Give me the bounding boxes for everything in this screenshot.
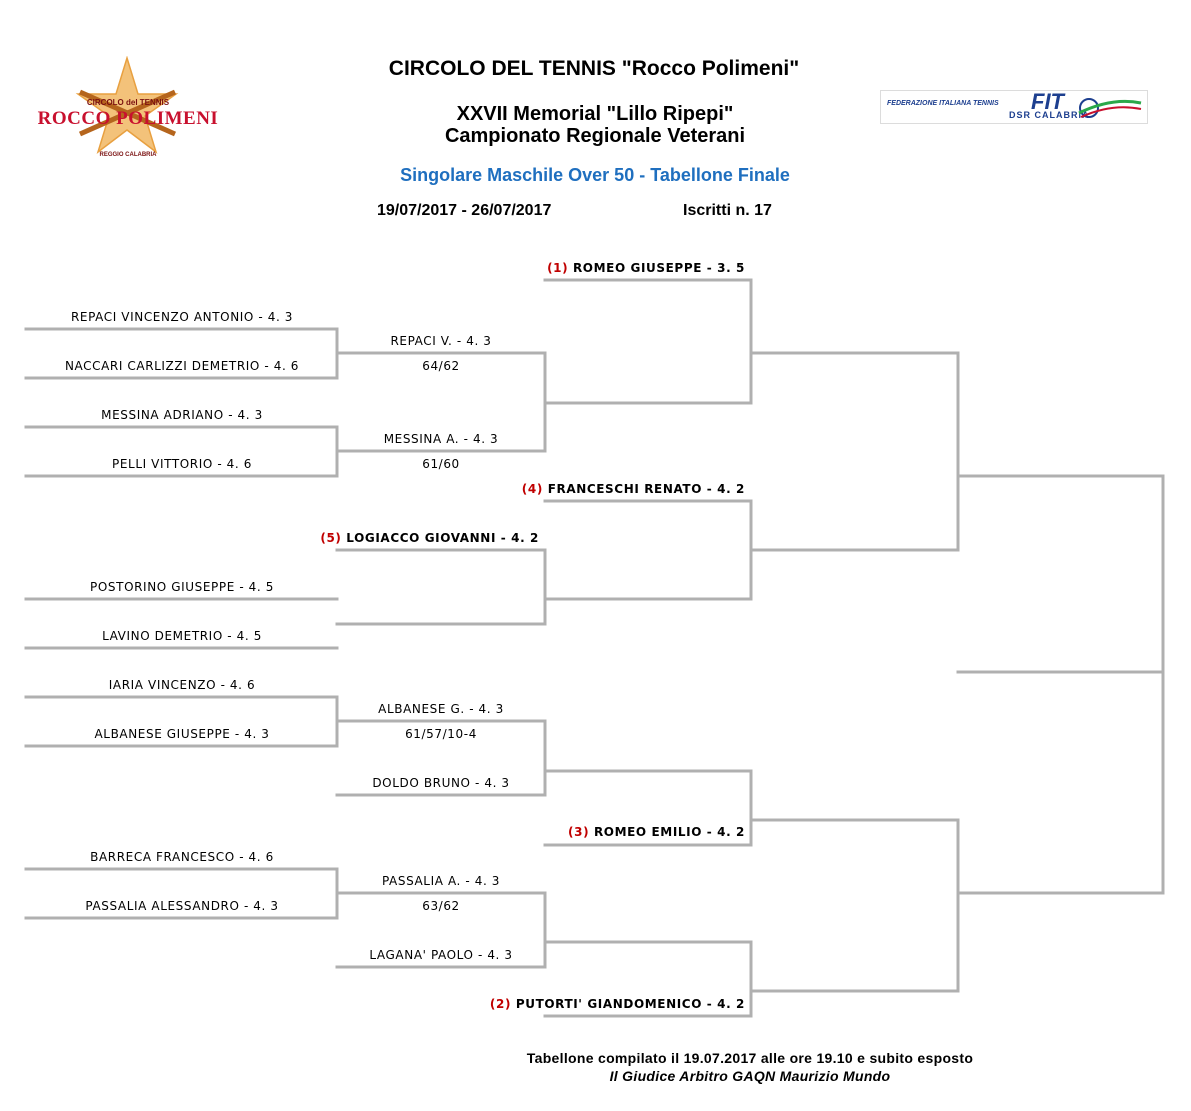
seed-badge: (1) [547,261,569,275]
r1-player-4: PELLI VITTORIO - 4. 6 [112,457,252,471]
r1-player-5: POSTORINO GIUSEPPE - 4. 5 [90,580,274,594]
fit-logo-line1: FEDERAZIONE ITALIANA TENNIS [887,100,999,107]
championship-title: Campionato Regionale Veterani [444,125,746,147]
r3-player-1: (1) ROMEO GIUSEPPE - 3. 5 [547,261,745,275]
r1-player-9: BARRECA FRANCESCO - 4. 6 [90,850,274,864]
club-logo-line2: ROCCO POLIMENI [37,108,219,129]
r1-player-2: NACCARI CARLIZZI DEMETRIO - 4. 6 [64,359,300,373]
club-logo: CIRCOLO del TENNIS ROCCO POLIMENI REGGIO… [38,55,218,166]
r2-score-1: 64/62 [422,359,460,373]
fit-logo-line2: DSR CALABRIA [1009,110,1090,120]
seed-badge: (5) [320,531,342,545]
r2-player-1: REPACI V. - 4. 3 [390,334,492,348]
r2-score-2: 61/60 [422,457,460,471]
r3-player-4-name: PUTORTI' GIANDOMENICO - 4. 2 [515,997,745,1011]
club-logo-line1: CIRCOLO del TENNIS [86,98,170,107]
event-title: Singolare Maschile Over 50 - Tabellone F… [400,165,790,185]
r2-player-4: ALBANESE G. - 4. 3 [378,702,504,716]
r1-player-3: MESSINA ADRIANO - 4. 3 [101,408,263,422]
r3-player-2-name: FRANCESCHI RENATO - 4. 2 [547,482,745,496]
r1-player-6: LAVINO DEMETRIO - 4. 5 [102,629,262,643]
r3-player-4: (2) PUTORTI' GIANDOMENICO - 4. 2 [490,997,745,1011]
r1-player-1: REPACI VINCENZO ANTONIO - 4. 3 [70,310,294,324]
r3-player-3: (3) ROMEO EMILIO - 4. 2 [568,825,745,839]
r1-player-10: PASSALIA ALESSANDRO - 4. 3 [85,899,279,913]
r2-player-5: DOLDO BRUNO - 4. 3 [372,776,510,790]
fit-logo-brand: FIT [1031,89,1064,114]
footer-referee: Il Giudice Arbitro GAQN Maurizio Mundo [609,1068,891,1084]
r2-player-2: MESSINA A. - 4. 3 [383,432,499,446]
r2-score-6: 63/62 [422,899,460,913]
seed-badge: (4) [521,482,543,496]
tournament-dates: 19/07/2017 - 26/07/2017 [377,202,552,219]
fit-logo: FEDERAZIONE ITALIANA TENNIS FIT DSR CALA… [880,89,1148,124]
r1-player-7: IARIA VINCENZO - 4. 6 [108,678,256,692]
club-logo-line3: REGGIO CALABRIA [99,152,157,158]
memorial-title: XXVII Memorial "Lillo Ripepi" [456,103,734,125]
club-logo-emblem [75,55,179,154]
r3-player-1-name: ROMEO GIUSEPPE - 3. 5 [572,261,745,275]
r2-player-3-name: LOGIACCO GIOVANNI - 4. 2 [346,531,539,545]
fit-logo-swoosh-icon [1078,98,1142,118]
seed-badge: (3) [568,825,590,839]
r2-player-7: LAGANA' PAOLO - 4. 3 [369,948,513,962]
r3-player-2: (4) FRANCESCHI RENATO - 4. 2 [522,482,745,496]
r2-score-4: 61/57/10-4 [405,727,477,741]
seed-badge: (2) [489,997,512,1011]
r2-player-6: PASSALIA A. - 4. 3 [381,874,501,888]
r3-player-3-name: ROMEO EMILIO - 4. 2 [593,825,745,839]
r2-player-3: (5) LOGIACCO GIOVANNI - 4. 2 [320,531,539,545]
entries-count: Iscritti n. 17 [683,202,772,219]
club-title: CIRCOLO DEL TENNIS "Rocco Polimeni" [388,57,800,80]
footer-compiled-note: Tabellone compilato il 19.07.2017 alle o… [526,1050,974,1066]
r1-player-8: ALBANESE GIUSEPPE - 4. 3 [94,727,270,741]
